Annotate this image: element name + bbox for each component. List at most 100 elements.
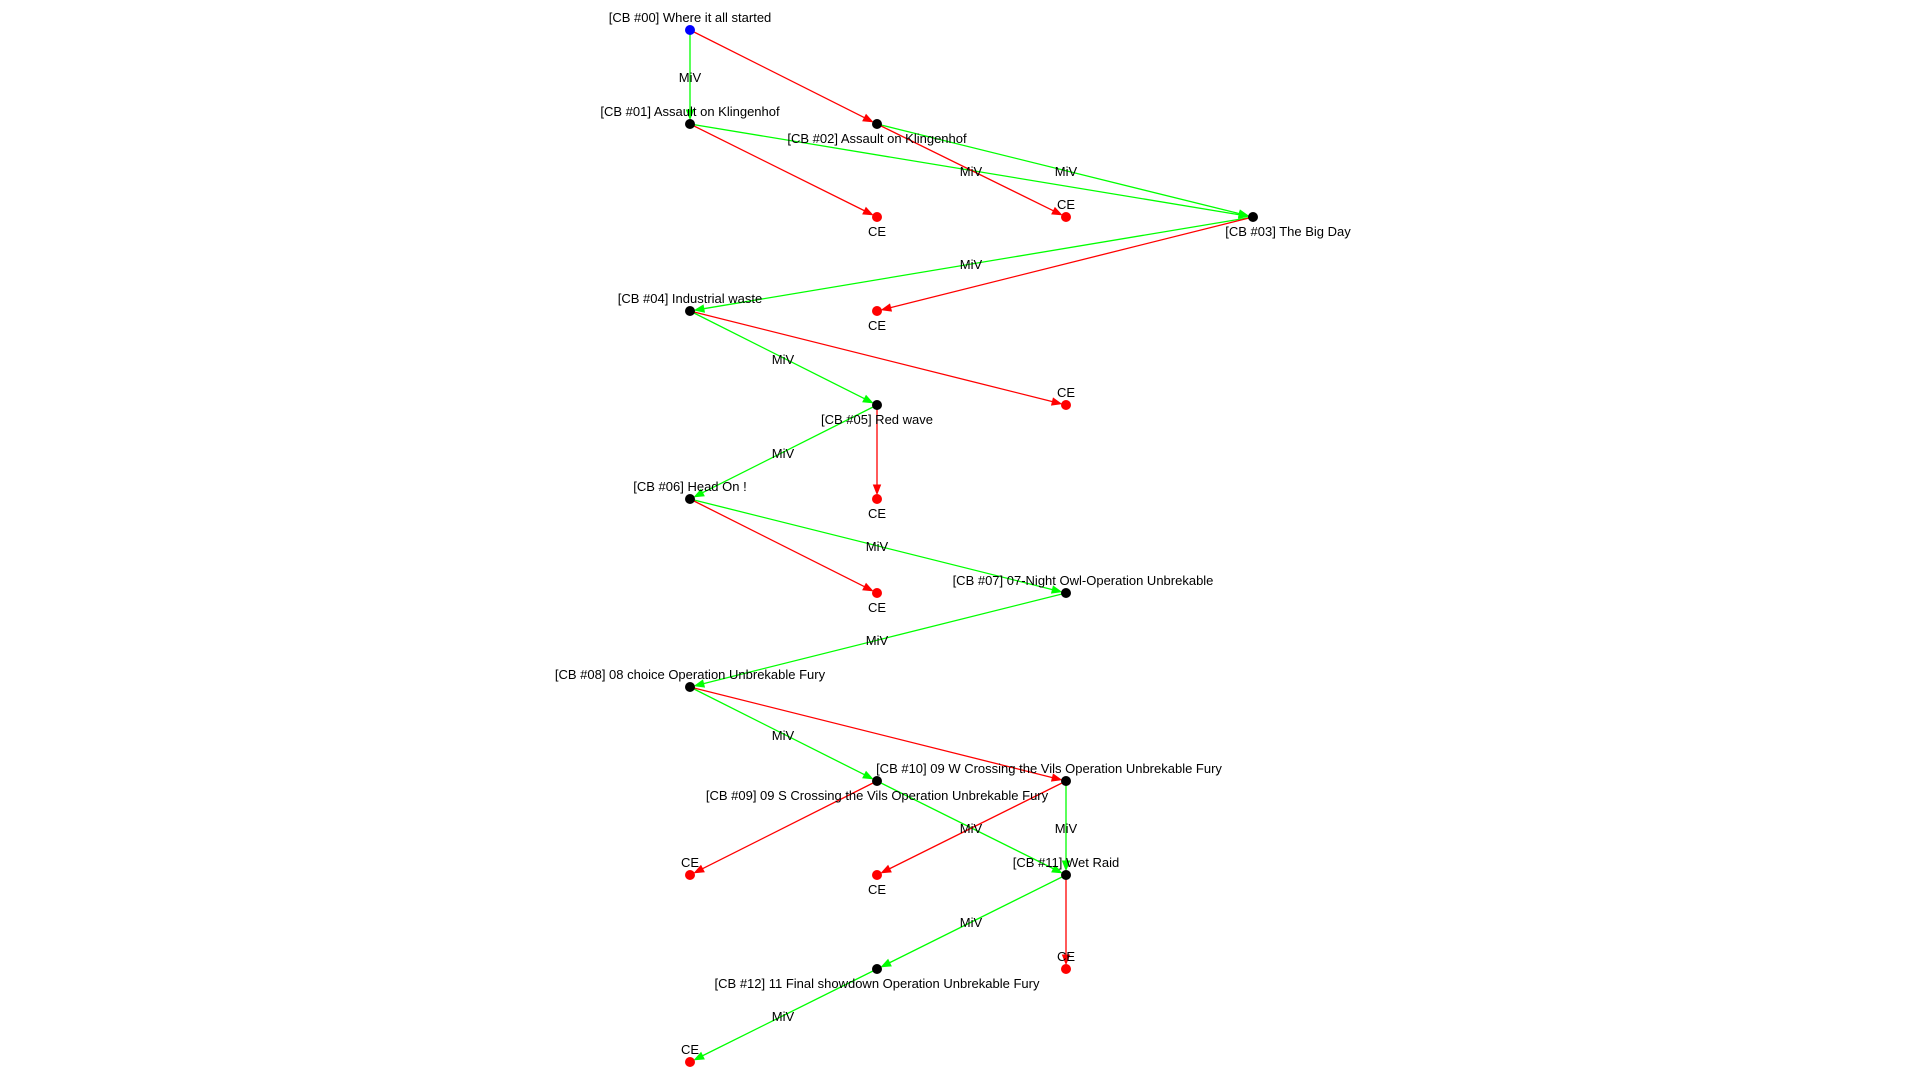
edge-label-miv: MiV	[772, 352, 795, 367]
edge-label-miv: MiV	[960, 257, 983, 272]
arrowhead	[1050, 585, 1063, 594]
node-label: [CB #11] Wet Raid	[1013, 855, 1119, 870]
arrowhead	[693, 864, 705, 874]
campaign-node	[685, 682, 695, 692]
arrowhead	[862, 206, 874, 216]
ce-edge	[689, 29, 865, 119]
edge-label-miv: MiV	[1055, 821, 1078, 836]
ce-edge	[889, 780, 1067, 870]
ce-node-label: CE	[868, 318, 886, 333]
node-label: [CB #09] 09 S Crossing the Vils Operatio…	[706, 788, 1049, 803]
miv-edge	[703, 592, 1067, 685]
arrowhead	[872, 484, 882, 496]
campaign-node	[872, 119, 882, 129]
campaign-node	[872, 776, 882, 786]
end-node-ce	[685, 1057, 695, 1067]
arrowhead	[693, 1051, 705, 1061]
edge-label-miv: MiV	[960, 164, 983, 179]
node-label: [CB #02] Assault on Klingenhof	[787, 131, 967, 146]
end-node-ce	[1061, 964, 1071, 974]
node-label: [CB #07] 07-Night Owl-Operation Unbrekab…	[953, 573, 1214, 588]
node-label: [CB #01] Assault on Klingenhof	[600, 104, 780, 119]
edge-label-miv: MiV	[960, 821, 983, 836]
ce-edge	[702, 780, 878, 870]
ce-edge	[876, 123, 1054, 212]
ce-edge	[689, 498, 865, 588]
arrowhead	[880, 303, 893, 312]
campaign-node	[1248, 212, 1258, 222]
ce-node-label: CE	[868, 224, 886, 239]
arrowhead	[862, 770, 874, 780]
arrowhead	[862, 582, 874, 592]
campaign-node	[872, 964, 882, 974]
edge-label-miv: MiV	[1055, 164, 1078, 179]
miv-edge	[689, 123, 1240, 216]
node-label: [CB #04] Industrial waste	[618, 291, 763, 306]
edge-label-miv: MiV	[772, 446, 795, 461]
node-label: [CB #03] The Big Day	[1225, 224, 1351, 239]
ce-node-label: CE	[868, 506, 886, 521]
end-node-ce	[872, 212, 882, 222]
miv-edge	[703, 216, 1254, 310]
miv-edge	[689, 686, 865, 776]
arrowhead	[862, 394, 874, 404]
ce-node-label: CE	[681, 1042, 699, 1057]
edge-label-layer: MiV MiV MiV MiV MiV MiV MiV MiV MiV MiV MiV MiV MiV	[679, 70, 1078, 1024]
ce-edge	[890, 216, 1254, 309]
node-label: [CB #00] Where it all started	[609, 10, 772, 25]
arrowhead	[880, 864, 892, 874]
campaign-node	[872, 400, 882, 410]
campaign-node	[685, 119, 695, 129]
node-layer: [CB #00] Where it all started [CB #01] As…	[555, 10, 1351, 1067]
node-label: [CB #05] Red wave	[821, 412, 933, 427]
edge-label-miv: MiV	[772, 728, 795, 743]
arrowhead	[1050, 397, 1063, 406]
ce-node-label: CE	[1057, 197, 1075, 212]
ce-node-label: CE	[868, 600, 886, 615]
ce-edge	[689, 310, 1053, 403]
arrowhead	[1061, 860, 1071, 872]
start-node	[685, 25, 695, 35]
arrowhead	[862, 113, 874, 123]
miv-edge	[689, 310, 865, 400]
end-node-ce	[872, 588, 882, 598]
node-label: [CB #06] Head On !	[633, 479, 746, 494]
end-node-ce	[872, 306, 882, 316]
node-label: [CB #12] 11 Final showdown Operation Unb…	[715, 976, 1040, 991]
ce-node-label: CE	[868, 882, 886, 897]
edge-label-miv: MiV	[866, 633, 889, 648]
edge-label-miv: MiV	[866, 539, 889, 554]
miv-edge	[702, 404, 878, 494]
miv-edge	[876, 123, 1240, 215]
edge-label-miv: MiV	[679, 70, 702, 85]
campaign-node	[1061, 870, 1071, 880]
arrowhead	[1051, 864, 1063, 874]
end-node-ce	[1061, 400, 1071, 410]
end-node-ce	[872, 494, 882, 504]
campaign-node	[1061, 776, 1071, 786]
arrowhead	[1061, 954, 1071, 966]
miv-edge	[689, 498, 1053, 591]
miv-edge	[702, 968, 878, 1057]
ce-node-label: CE	[1057, 385, 1075, 400]
arrowhead	[1051, 206, 1063, 216]
arrowhead	[880, 958, 892, 968]
campaign-node	[685, 494, 695, 504]
end-node-ce	[1061, 212, 1071, 222]
end-node-ce	[685, 870, 695, 880]
arrowhead	[1050, 773, 1063, 782]
arrowhead	[1237, 209, 1250, 218]
end-node-ce	[872, 870, 882, 880]
edge-label-miv: MiV	[772, 1009, 795, 1024]
ce-node-label: CE	[1057, 949, 1075, 964]
edge-label-miv: MiV	[960, 915, 983, 930]
miv-edge	[876, 780, 1054, 870]
arrowhead	[693, 304, 706, 313]
campaign-node	[1061, 588, 1071, 598]
edge-layer	[685, 29, 1254, 1061]
ce-node-label: CE	[681, 855, 699, 870]
arrowhead	[693, 488, 705, 498]
ce-edge	[689, 686, 1053, 779]
node-label: [CB #10] 09 W Crossing the Vils Operatio…	[876, 761, 1222, 776]
